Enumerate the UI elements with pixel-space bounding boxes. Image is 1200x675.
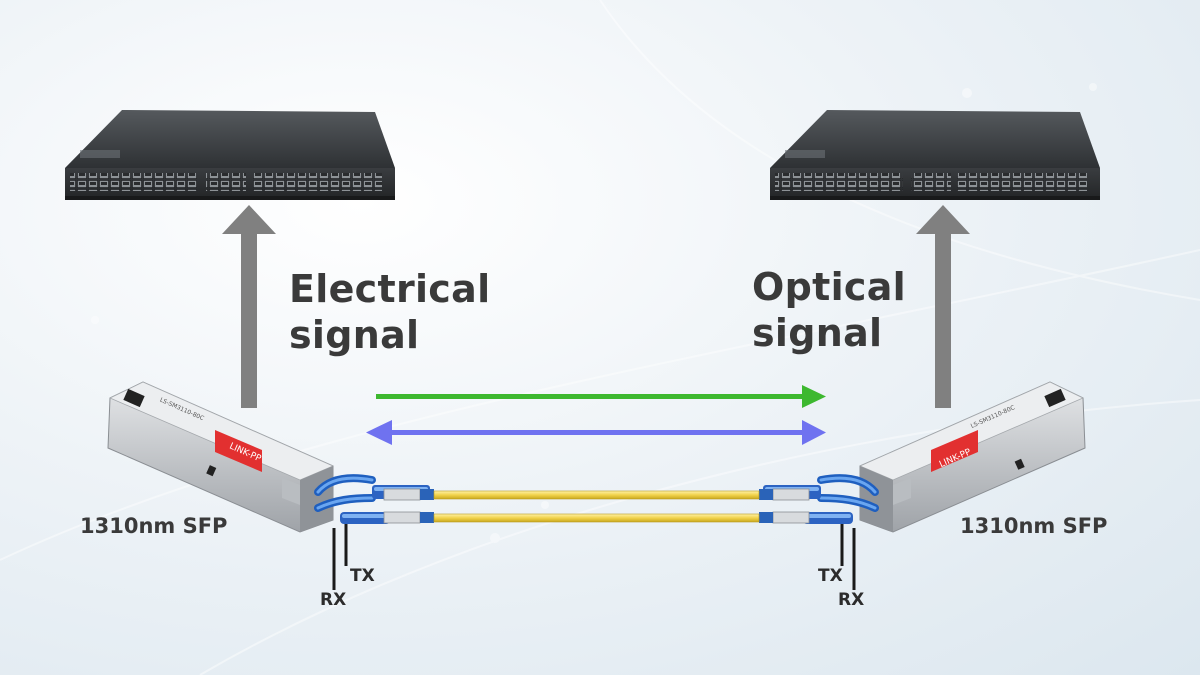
- right-rx-label: RX: [838, 590, 865, 610]
- left-rx-label: RX: [320, 590, 347, 610]
- electrical-signal-label: Electrical signal: [289, 266, 490, 358]
- left-lc-connectors: [314, 474, 434, 524]
- sfp-transceiver-icon: LINK-PP LS-SM3110-80C: [858, 381, 1086, 533]
- electrical-line1: Electrical: [289, 267, 491, 311]
- network-switch-icon: [770, 110, 1100, 200]
- fiber-cables: [433, 490, 760, 523]
- left-tx-label: TX: [350, 566, 375, 586]
- electrical-line2: signal: [289, 313, 420, 357]
- optical-arrow: [376, 385, 826, 408]
- optical-signal-label: Optical signal: [752, 264, 906, 356]
- up-arrow-left: [222, 205, 276, 408]
- optical-line2: signal: [752, 311, 883, 355]
- bidirectional-arrow: [366, 420, 826, 445]
- optical-line1: Optical: [752, 265, 906, 309]
- left-module-label: 1310nm SFP: [80, 514, 228, 538]
- up-arrow-right: [916, 205, 970, 408]
- port-pointer-lines: [332, 524, 856, 590]
- right-lc-connectors: [759, 474, 879, 524]
- network-switch-icon: [65, 110, 395, 200]
- right-module-label: 1310nm SFP: [960, 514, 1108, 538]
- right-tx-label: TX: [818, 566, 843, 586]
- sfp-transceiver-icon: LINK-PP LS-SM3110-80C: [107, 381, 335, 533]
